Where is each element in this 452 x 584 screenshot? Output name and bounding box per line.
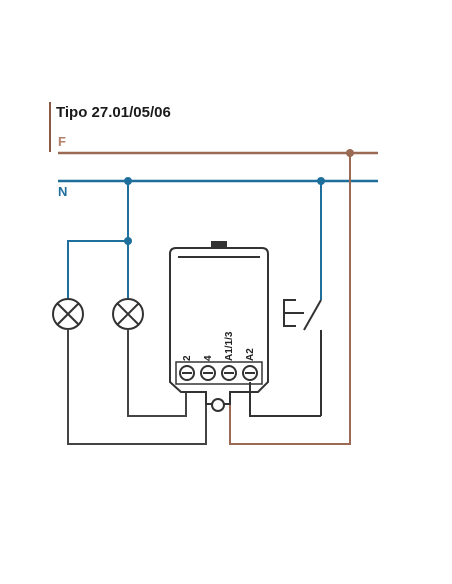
- terminal-screw-4: [200, 365, 216, 381]
- pushbutton-icon: [249, 299, 322, 417]
- terminal-label-4: 4: [203, 355, 214, 361]
- neutral-junction: [124, 177, 132, 185]
- terminal-label-a1: A1/1/3: [224, 331, 235, 361]
- lamp-icon: [112, 298, 144, 330]
- neutral-junction: [124, 237, 132, 245]
- phase-wiring: [229, 153, 351, 445]
- terminal-screw-a2: [242, 365, 258, 381]
- relay-module-icon: [169, 241, 269, 412]
- lamp-wiring: [67, 329, 207, 445]
- terminal-screw-2: [179, 365, 195, 381]
- diagram-title: Tipo 27.01/05/06: [56, 104, 171, 121]
- lamp-icon: [52, 298, 84, 330]
- terminal-label-2: 2: [182, 355, 193, 361]
- neutral-wiring: [67, 181, 322, 300]
- phase-junction: [346, 149, 354, 157]
- title-bar: [49, 102, 51, 152]
- terminal-screw-a1: [221, 365, 237, 381]
- phase-label: F: [58, 134, 66, 149]
- terminal-label-a2: A2: [245, 348, 256, 361]
- neutral-junction: [317, 177, 325, 185]
- neutral-label: N: [58, 184, 68, 199]
